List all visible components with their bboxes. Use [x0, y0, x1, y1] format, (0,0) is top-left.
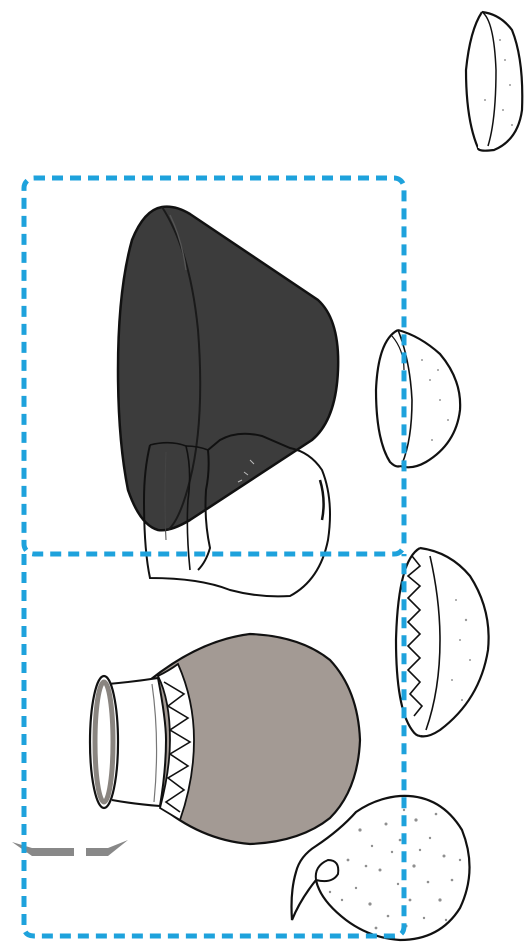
- zigzag-bowl: [394, 546, 490, 738]
- vase: [88, 632, 362, 846]
- lower-frame: [21, 554, 407, 939]
- upper-frame: [21, 175, 407, 557]
- dark-conical-bowl: [116, 205, 340, 532]
- dashed-frames: [21, 175, 407, 939]
- speckled-pitcher: [290, 794, 471, 942]
- hemispherical-bowl: [374, 328, 462, 469]
- broken-jar: [142, 432, 331, 598]
- bracket-arrows: [12, 840, 128, 856]
- small-bowl: [464, 10, 524, 152]
